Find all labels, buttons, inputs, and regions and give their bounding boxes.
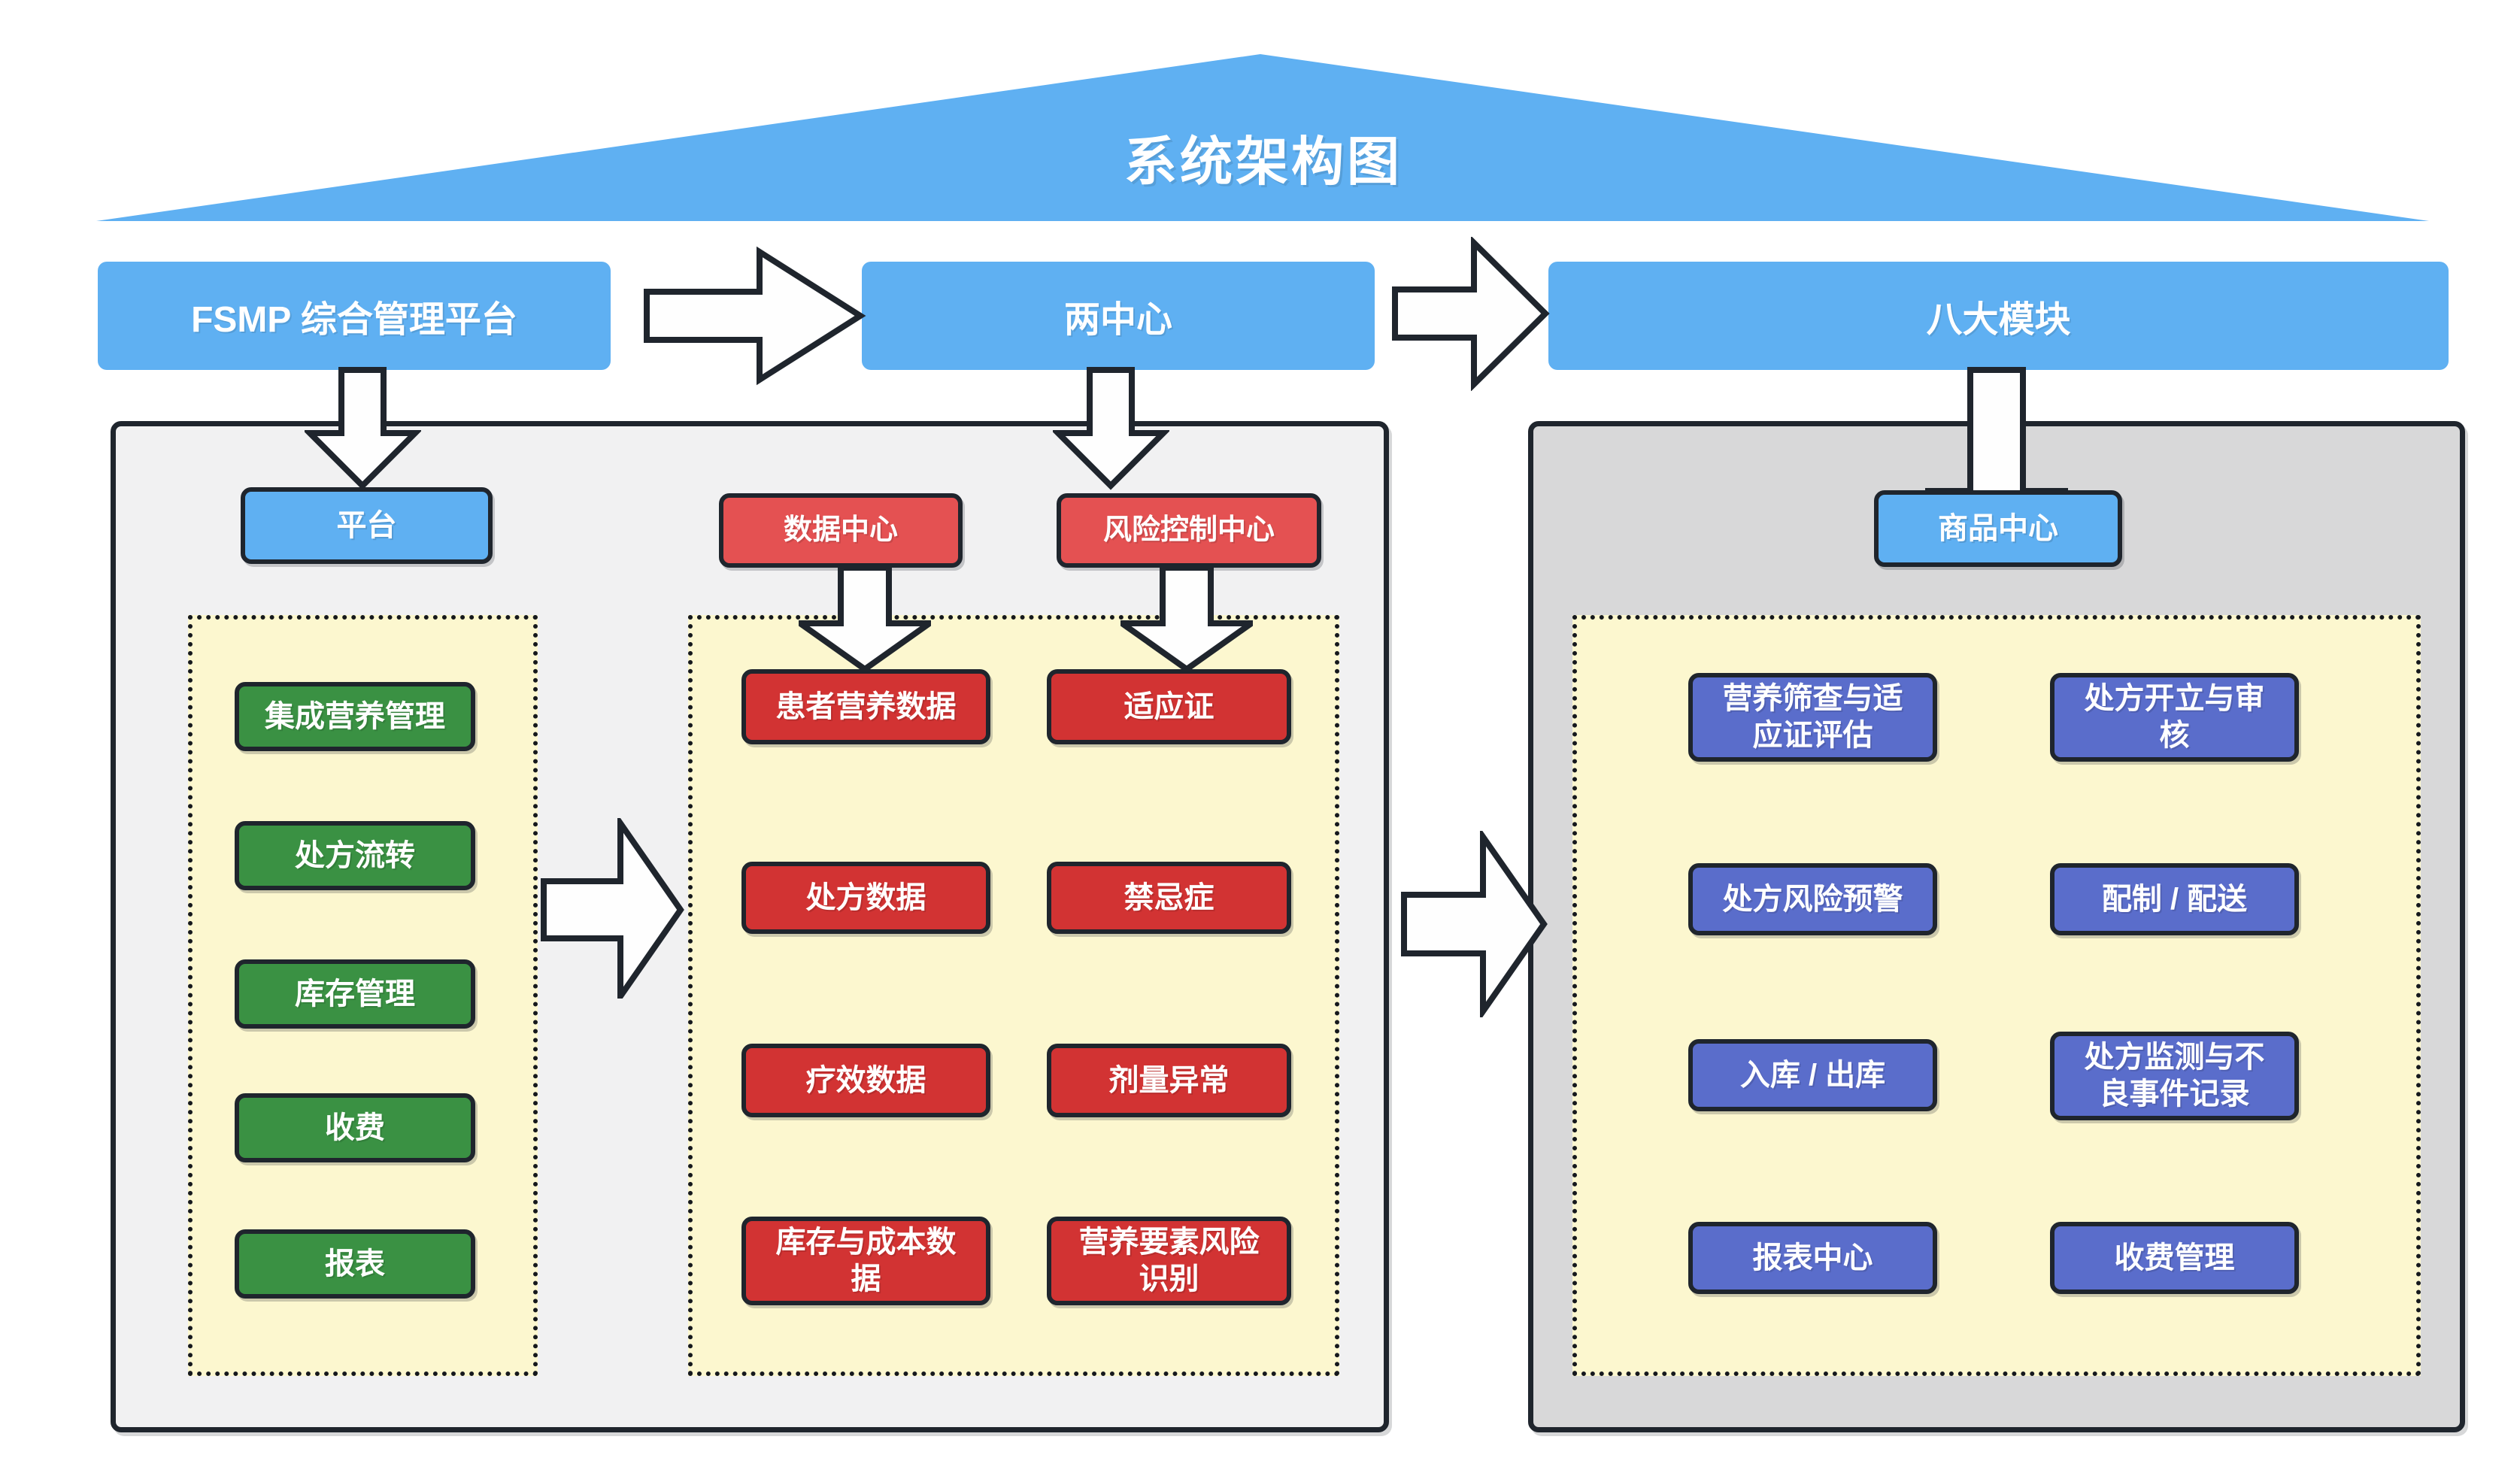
node-label: 收费管理 xyxy=(2114,1241,2235,1274)
node-product-center-label: 商品中心 xyxy=(1938,511,2058,545)
node-prescription-creation-review: 处方开立与审核 xyxy=(2050,673,2299,762)
node-inventory-cost-data: 库存与成本数据 xyxy=(741,1217,990,1305)
arrow-down-data-center xyxy=(799,565,931,674)
node-billing: 收费 xyxy=(235,1093,475,1162)
header-box-eight-modules: 八大模块 xyxy=(1548,262,2449,370)
node-data-center-label: 数据中心 xyxy=(783,514,898,547)
node-label: 报表 xyxy=(325,1247,385,1280)
node-label: 疗效数据 xyxy=(805,1063,926,1097)
header-box-two-centers: 两中心 xyxy=(862,262,1375,370)
node-inventory-management: 库存管理 xyxy=(235,959,475,1029)
node-label: 禁忌症 xyxy=(1124,880,1215,914)
node-label: 患者营养数据 xyxy=(775,689,957,723)
node-reports: 报表 xyxy=(235,1229,475,1299)
node-inbound-outbound: 入库 / 出库 xyxy=(1688,1039,1937,1111)
node-label: 营养要素风险识别 xyxy=(1078,1226,1260,1296)
node-efficacy-data: 疗效数据 xyxy=(741,1044,990,1117)
arrow-right-fsmp-to-centers xyxy=(641,241,866,391)
node-dose-anomaly: 剂量异常 xyxy=(1047,1044,1291,1117)
down-arrow-icon xyxy=(1053,367,1169,490)
header-box-two-centers-label: 两中心 xyxy=(1063,300,1172,340)
arrow-right-centers-to-modules-panel xyxy=(1400,831,1548,1017)
node-patient-nutrition-data: 患者营养数据 xyxy=(741,669,990,744)
node-product-center: 商品中心 xyxy=(1874,490,2122,567)
arrow-down-two-centers xyxy=(1053,367,1169,491)
node-platform: 平台 xyxy=(241,487,493,564)
arrow-down-risk-center xyxy=(1121,565,1253,674)
node-report-center: 报表中心 xyxy=(1688,1222,1937,1294)
node-risk-control-center: 风险控制中心 xyxy=(1057,493,1321,568)
right-arrow-icon xyxy=(1392,237,1550,391)
diagram-title: 系统架构图 xyxy=(1124,132,1403,191)
node-label: 剂量异常 xyxy=(1108,1063,1230,1097)
node-prescription-risk-warning: 处方风险预警 xyxy=(1688,863,1937,935)
node-prescription-flow: 处方流转 xyxy=(235,821,475,890)
header-box-fsmp-platform: FSMP 综合管理平台 xyxy=(98,262,611,370)
right-arrow-icon xyxy=(644,246,866,386)
node-risk-control-center-label: 风险控制中心 xyxy=(1102,514,1275,547)
node-prescription-monitoring-adverse-events: 处方监测与不良事件记录 xyxy=(2050,1032,2299,1120)
header-box-fsmp-platform-label: FSMP 综合管理平台 xyxy=(191,300,517,340)
down-arrow-icon xyxy=(799,565,931,673)
node-nutrition-element-risk-identification: 营养要素风险识别 xyxy=(1047,1217,1291,1305)
right-arrow-icon xyxy=(541,818,684,999)
node-label: 处方流转 xyxy=(295,838,415,872)
right-arrow-icon xyxy=(1401,831,1548,1017)
node-indication: 适应证 xyxy=(1047,669,1291,744)
node-label: 处方数据 xyxy=(805,880,926,914)
node-contraindication: 禁忌症 xyxy=(1047,862,1291,934)
node-prescription-data: 处方数据 xyxy=(741,862,990,934)
node-nutrition-screening-indication-assessment: 营养筛查与适应证评估 xyxy=(1688,673,1937,762)
header-box-eight-modules-label: 八大模块 xyxy=(1926,300,2071,340)
node-label: 适应证 xyxy=(1124,689,1215,723)
node-label: 集成营养管理 xyxy=(265,699,445,733)
node-data-center: 数据中心 xyxy=(719,493,963,568)
node-label: 处方开立与审核 xyxy=(2084,682,2265,752)
node-label: 入库 / 出库 xyxy=(1739,1058,1886,1092)
node-label: 处方监测与不良事件记录 xyxy=(2084,1041,2265,1111)
node-charge-management: 收费管理 xyxy=(2050,1222,2299,1294)
node-label: 报表中心 xyxy=(1752,1241,1873,1274)
node-label: 配制 / 配送 xyxy=(2101,882,2248,916)
arrow-right-centers-to-modules xyxy=(1391,237,1551,391)
node-preparation-delivery: 配制 / 配送 xyxy=(2050,863,2299,935)
down-arrow-icon xyxy=(305,367,421,490)
down-arrow-icon xyxy=(1121,565,1253,673)
node-label: 收费 xyxy=(325,1111,385,1144)
node-label: 处方风险预警 xyxy=(1722,882,1903,916)
arrow-right-platform-to-centers-group xyxy=(540,818,684,999)
arrow-down-fsmp xyxy=(305,367,421,491)
node-platform-label: 平台 xyxy=(336,508,397,542)
node-label: 库存与成本数据 xyxy=(775,1226,957,1296)
node-integrated-nutrition-management: 集成营养管理 xyxy=(235,682,475,751)
node-label: 营养筛查与适应证评估 xyxy=(1722,682,1903,752)
node-label: 库存管理 xyxy=(295,977,415,1011)
